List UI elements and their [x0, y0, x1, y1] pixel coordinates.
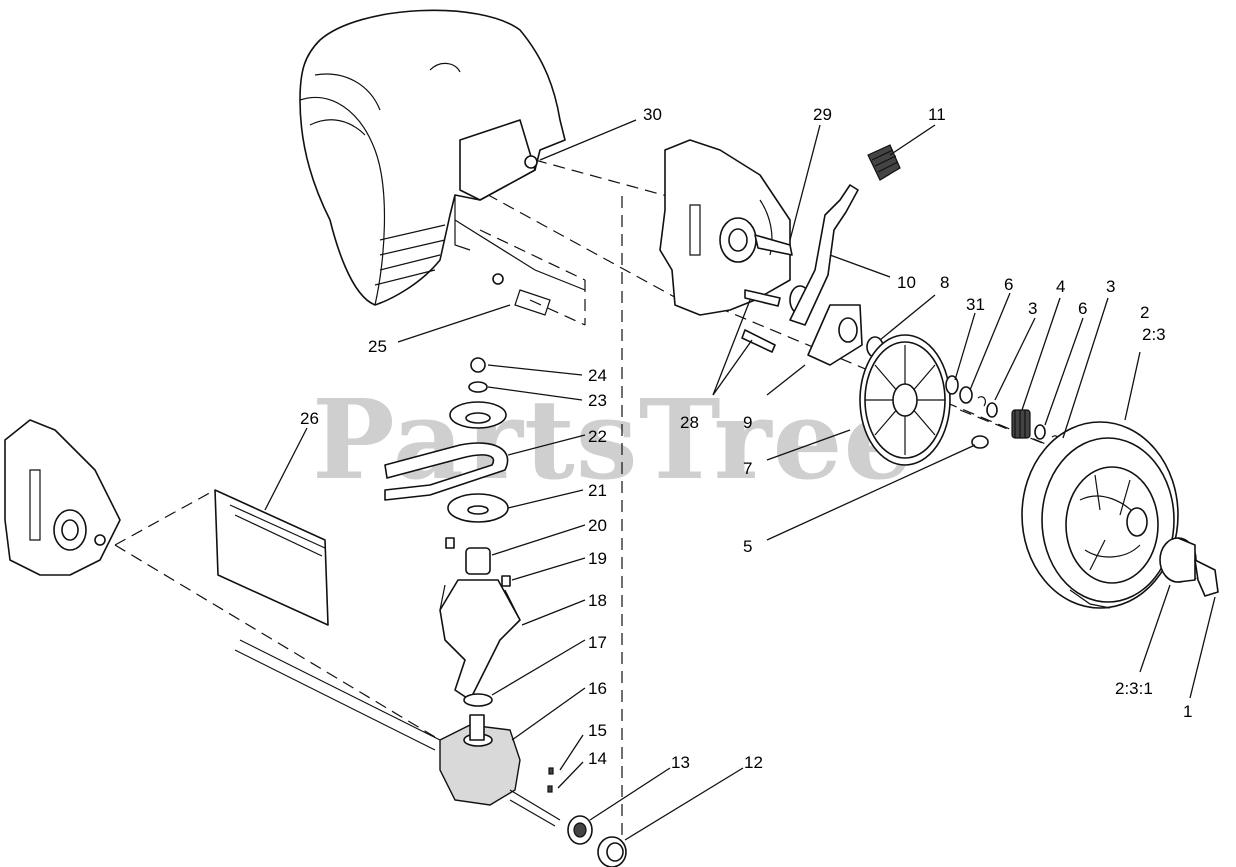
callout-14: 14: [588, 749, 607, 768]
height-lever: [789, 144, 901, 326]
leader-lines: [264, 119, 1216, 841]
callout-15: 15: [588, 721, 607, 740]
callout-21: 21: [588, 481, 607, 500]
hub-small-parts: [945, 375, 1061, 449]
gearbox: [234, 639, 561, 827]
assembly-lines: [114, 159, 1201, 840]
callout-16: 16: [588, 679, 607, 698]
callout-8: 8: [940, 273, 949, 292]
callout-7: 7: [743, 459, 752, 478]
callout-9: 9: [743, 413, 752, 432]
callout-3b: 3: [1106, 277, 1115, 296]
callout-11: 11: [928, 105, 946, 124]
callout-19: 19: [588, 549, 607, 568]
callout-2-3: 2:3: [1142, 325, 1166, 344]
drive-pulley-stack: [384, 357, 521, 707]
callout-2-3-1: 2:3:1: [1115, 679, 1153, 698]
callout-23: 23: [588, 391, 607, 410]
callout-10: 10: [897, 273, 916, 292]
callout-28: 28: [680, 413, 699, 432]
callout-22: 22: [588, 427, 607, 446]
axle-bushing-and-bolt: [1159, 537, 1219, 597]
rear-baffle: [214, 489, 329, 626]
callout-1: 1: [1183, 702, 1192, 721]
callout-29: 29: [813, 105, 832, 124]
callout-6b: 6: [1078, 299, 1087, 318]
callout-12: 12: [744, 753, 763, 772]
shaft-bushings: [567, 815, 627, 867]
callout-13: 13: [671, 753, 690, 772]
callout-6a: 6: [1004, 275, 1013, 294]
callout-24: 24: [588, 366, 607, 385]
callout-4: 4: [1056, 277, 1065, 296]
callout-18: 18: [588, 591, 607, 610]
callout-31: 31: [966, 295, 985, 314]
wheel-hub: [859, 334, 951, 466]
callout-26: 26: [300, 409, 319, 428]
callout-30: 30: [643, 105, 662, 124]
watermark-text: PartsTree: [312, 375, 915, 504]
callout-3a: 3: [1028, 299, 1037, 318]
height-adjust-plate: [659, 139, 793, 353]
callout-labels: 30 29 11 10 8 6 31 3 4 3 6 2 2:3 25 24 2…: [300, 105, 1192, 772]
rear-wheel: [1021, 421, 1179, 609]
callout-20: 20: [588, 516, 607, 535]
callout-2: 2: [1140, 303, 1149, 322]
callout-17: 17: [588, 633, 607, 652]
callout-25: 25: [368, 337, 387, 356]
callout-5: 5: [743, 537, 752, 556]
mower-housing: [299, 9, 586, 316]
left-side-plate: [4, 419, 121, 576]
